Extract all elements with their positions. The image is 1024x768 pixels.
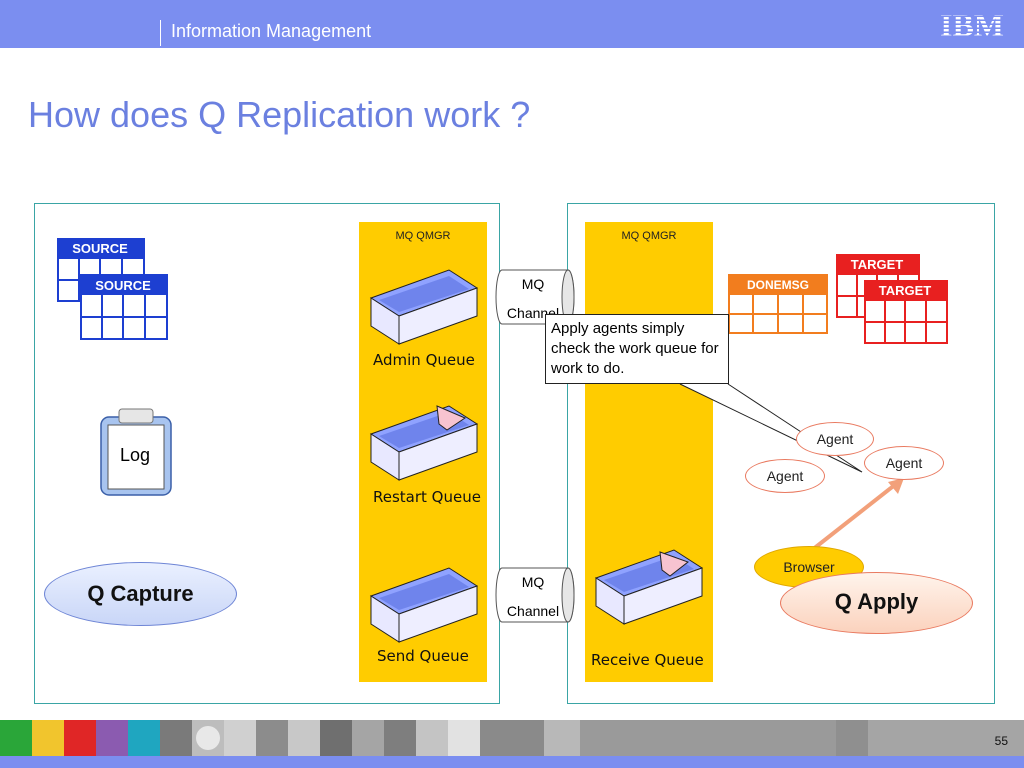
target-table-front-header: TARGET: [878, 283, 932, 298]
receive-queue-label: Receive Queue: [591, 651, 704, 669]
agent-1: Agent: [796, 422, 874, 456]
receive-queue-icon: [594, 549, 704, 625]
ibm-logo-text: IBM: [940, 9, 1004, 41]
header-bar: Information Management IBM: [0, 0, 1024, 48]
admin-queue-icon: [369, 269, 479, 345]
agent-2-label: Agent: [766, 468, 804, 484]
agent-3: Agent: [864, 446, 944, 480]
send-queue-icon: [369, 567, 479, 643]
browser-label: Browser: [783, 559, 835, 575]
slide-title: How does Q Replication work ?: [28, 94, 531, 135]
agent-3-label: Agent: [885, 455, 923, 471]
log-label: Log: [120, 445, 151, 465]
target-table-front: [864, 280, 948, 344]
target-table-back-header: TARGET: [850, 257, 904, 272]
q-apply-label: Q Apply: [834, 589, 919, 614]
source-table-front-header: SOURCE: [95, 278, 151, 293]
browser-arrow: [810, 478, 904, 552]
agent-1-label: Agent: [816, 431, 854, 447]
page-number: 55: [994, 734, 1008, 748]
target-qmgr-label: MQ QMGR: [621, 230, 677, 242]
ibm-logo: IBM: [940, 9, 1004, 41]
mq-channel-bottom-shape: [495, 567, 575, 623]
log-icon: [100, 408, 172, 496]
mq-channel-bottom-line1: MQ: [521, 574, 545, 590]
apply-agents-callout: Apply agents simply check the work queue…: [545, 314, 729, 384]
source-table-back-header: SOURCE: [72, 241, 128, 256]
agent-2: Agent: [745, 459, 825, 493]
send-queue-label: Send Queue: [377, 647, 469, 665]
header-section-title: Information Management: [171, 21, 372, 41]
source-table-front: [80, 274, 168, 340]
footer-bar: [0, 720, 1024, 768]
donemsg-table: [728, 274, 828, 334]
restart-queue-icon: [369, 405, 479, 481]
mq-channel-bottom-line2: Channel: [506, 603, 560, 619]
header-separator: [160, 20, 161, 46]
mq-channel-top-shape: [495, 269, 575, 325]
donemsg-label: DONEMSG: [746, 278, 809, 292]
q-apply: Q Apply: [780, 572, 973, 634]
restart-queue-label: Restart Queue: [373, 488, 481, 506]
mq-channel-top-line1: MQ: [521, 276, 545, 292]
q-capture: Q Capture: [44, 562, 237, 626]
admin-queue-label: Admin Queue: [373, 351, 475, 369]
source-qmgr-label: MQ QMGR: [395, 230, 451, 242]
q-capture-label: Q Capture: [87, 581, 194, 606]
